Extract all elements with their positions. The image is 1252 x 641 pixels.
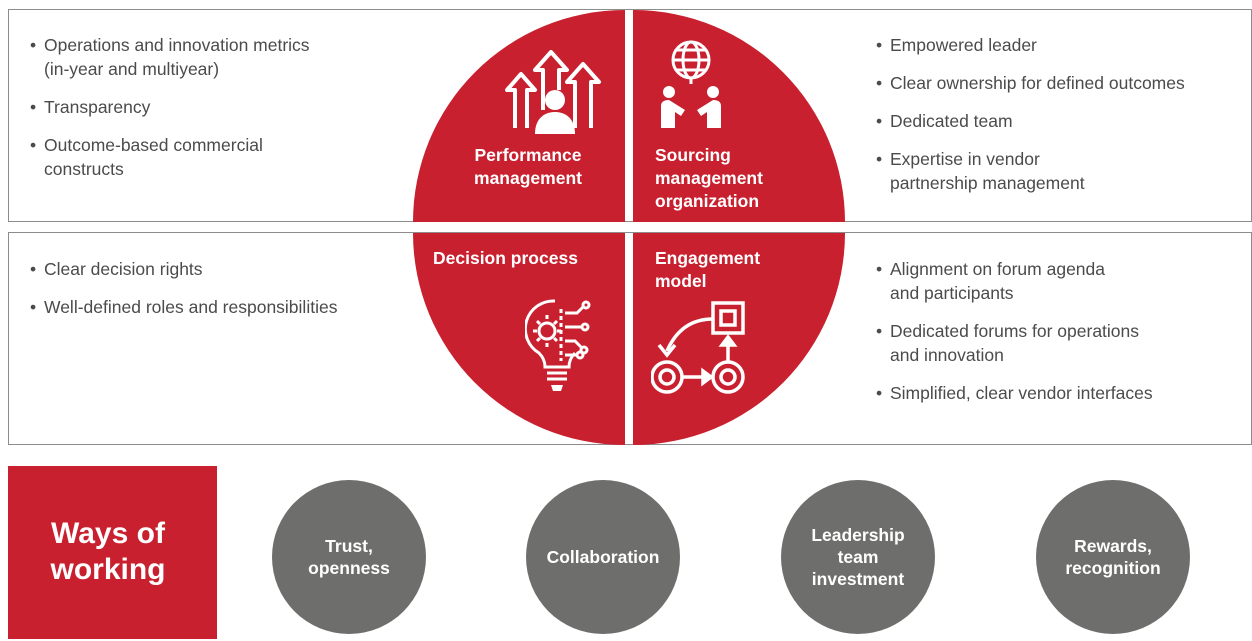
quadrant-label: Engagement model <box>655 248 761 291</box>
circle-label: Collaboration <box>546 547 660 567</box>
bullet-item: Expertise in vendor partnership manageme… <box>876 147 1246 195</box>
quadrant-label: Performance management <box>474 145 582 188</box>
ways-of-working-label: Ways of working <box>8 466 217 639</box>
globe-handshake-icon <box>661 40 721 128</box>
bullet-item: Simplified, clear vendor interfaces <box>876 381 1246 405</box>
bullet-item: Alignment on forum agenda and participan… <box>876 257 1246 305</box>
circle-collaboration: Collaboration <box>526 480 680 634</box>
circle-rewards-recognition: Rewards, recognition <box>1036 480 1190 634</box>
ways-of-working-title: Ways of working <box>50 517 166 586</box>
engagement-bullets: Alignment on forum agenda and participan… <box>876 257 1246 419</box>
lightbulb-gear-icon <box>525 299 591 391</box>
bullet-item: Well-defined roles and responsibilities <box>30 295 420 319</box>
bullet-item: Operations and innovation metrics (in-ye… <box>30 33 400 81</box>
circle-leadership-team-investment: Leadership team investment <box>781 480 935 634</box>
bullet-item: Dedicated forums for operations and inno… <box>876 319 1246 367</box>
circle-label: Rewards, recognition <box>1065 536 1161 578</box>
performance-bullets: Operations and innovation metrics (in-ye… <box>30 33 400 195</box>
sourcing-bullets: Empowered leader Clear ownership for def… <box>876 33 1246 209</box>
circle-label: Leadership team investment <box>811 525 905 589</box>
bullet-item: Empowered leader <box>876 33 1246 57</box>
bullet-item: Transparency <box>30 95 400 119</box>
bullet-item: Clear ownership for defined outcomes <box>876 71 1246 95</box>
bullet-item: Outcome-based commercial constructs <box>30 133 400 181</box>
quadrant-label: Sourcing management organization <box>655 145 763 211</box>
bullet-item: Dedicated team <box>876 109 1246 133</box>
circle-trust-openness: Trust, openness <box>272 480 426 634</box>
circle-label: Trust, openness <box>308 536 390 578</box>
bullet-item: Clear decision rights <box>30 257 420 281</box>
decision-bullets: Clear decision rights Well-defined roles… <box>30 257 420 333</box>
quadrant-label: Decision process <box>433 248 578 268</box>
growth-arrows-person-icon <box>505 50 601 134</box>
process-flow-icon <box>651 301 745 394</box>
